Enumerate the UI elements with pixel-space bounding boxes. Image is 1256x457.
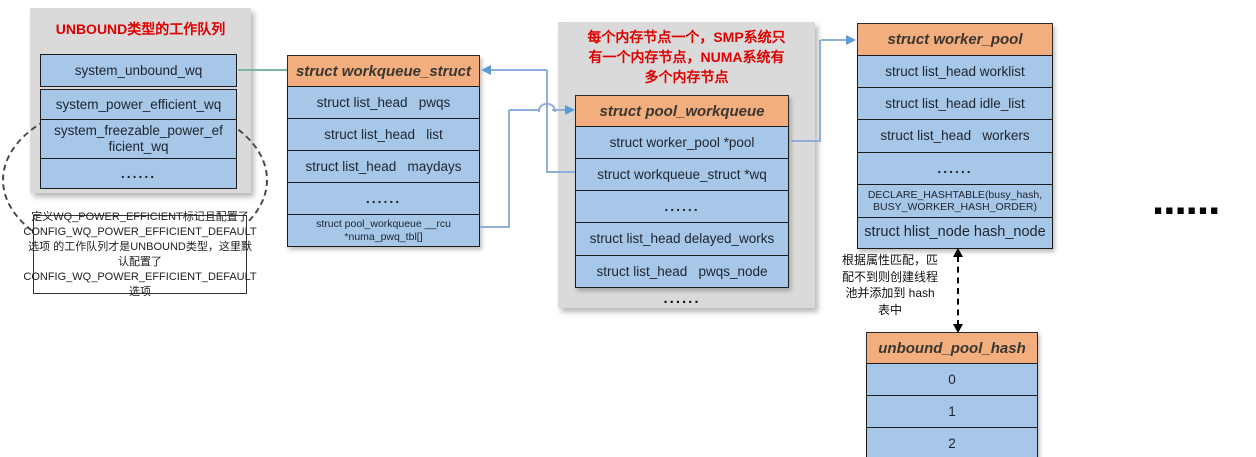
connector-unbound-to-workqueue: [238, 69, 287, 71]
hash-note-text: 根据属性匹配，匹配不到则创建线程池并添加到 hash表中: [842, 253, 939, 317]
connector-pool-to-workerpool: [819, 40, 821, 142]
struct-row: struct list_head pwqs_node: [575, 255, 789, 288]
arrowhead-to-pool-workqueue: [565, 105, 575, 115]
hash-bucket-row: 1: [866, 395, 1038, 428]
workqueue-struct-box: struct workqueue_struct struct list_head…: [287, 55, 480, 247]
table-row: system_freezable_power_ef ficient_wq: [40, 119, 237, 159]
struct-row: struct pool_workqueue __rcu *numa_pwq_tb…: [287, 214, 480, 247]
connector-wq-back: [484, 69, 547, 71]
unbound-wq-table: system_unbound_wq system_power_efficient…: [40, 54, 237, 189]
arrowhead-to-worker-pool: [846, 35, 856, 45]
pool-workqueue-box: struct pool_workqueue struct worker_pool…: [575, 95, 789, 288]
struct-row: struct list_head maydays: [287, 150, 480, 183]
struct-row: struct list_head idle_list: [857, 87, 1053, 120]
connector-wq-back: [547, 171, 575, 173]
struct-row: struct list_head list: [287, 118, 480, 151]
struct-header: struct pool_workqueue: [575, 95, 789, 127]
hash-dashed-line: [957, 256, 959, 326]
struct-row-ellipsis: ......: [575, 190, 789, 223]
struct-row: struct list_head delayed_works: [575, 222, 789, 256]
struct-row-ellipsis: ......: [857, 152, 1053, 185]
pool-ellipsis: ......: [663, 290, 701, 307]
arrow-down-icon: [953, 324, 963, 333]
struct-header: struct workqueue_struct: [287, 55, 480, 87]
arrowhead-to-workqueue-struct: [481, 65, 491, 75]
struct-row: struct hlist_node hash_node: [857, 217, 1053, 249]
worker-pool-box: struct worker_pool struct list_head work…: [857, 23, 1053, 249]
unbound-pool-hash-box: unbound_pool_hash 0 1 2: [866, 332, 1038, 457]
connector-numa-to-pool: [480, 226, 509, 228]
table-row-ellipsis: ......: [40, 158, 237, 189]
arrow-up-icon: [953, 248, 963, 257]
hash-bucket-row: 2: [866, 427, 1038, 457]
numa-note-text: 每个内存节点一个，SMP系统只 有一个内存节点，NUMA系统有 多个内存节点: [587, 29, 786, 85]
struct-row: struct workqueue_struct *wq: [575, 158, 789, 191]
connector-numa-to-pool: [509, 109, 539, 111]
line-hop: [538, 103, 556, 112]
table-row: system_unbound_wq: [40, 54, 237, 87]
table-row: system_power_efficient_wq: [40, 89, 237, 120]
connector-wq-back: [546, 70, 548, 173]
unbound-panel-title: UNBOUND类型的工作队列: [55, 21, 226, 37]
connector-numa-to-pool: [508, 110, 510, 228]
unbound-note-box: 定义WQ_POWER_EFFICIENT标记且配置了CONFIG_WQ_POWE…: [23, 210, 257, 298]
connector-pool-to-workerpool: [791, 140, 821, 142]
struct-row: struct list_head pwqs: [287, 86, 480, 119]
big-ellipsis: ......: [1152, 175, 1220, 224]
struct-header: unbound_pool_hash: [866, 332, 1038, 364]
struct-header: struct worker_pool: [857, 23, 1053, 56]
struct-row-ellipsis: ......: [287, 182, 480, 215]
struct-row: struct list_head workers: [857, 119, 1053, 153]
struct-row: struct list_head worklist: [857, 55, 1053, 88]
struct-row: DECLARE_HASHTABLE(busy_hash, BUSY_WORKER…: [857, 184, 1053, 218]
connector-numa-to-pool: [552, 109, 567, 111]
struct-row: struct worker_pool *pool: [575, 126, 789, 159]
connector-pool-to-workerpool: [821, 39, 847, 41]
hash-bucket-row: 0: [866, 363, 1038, 396]
